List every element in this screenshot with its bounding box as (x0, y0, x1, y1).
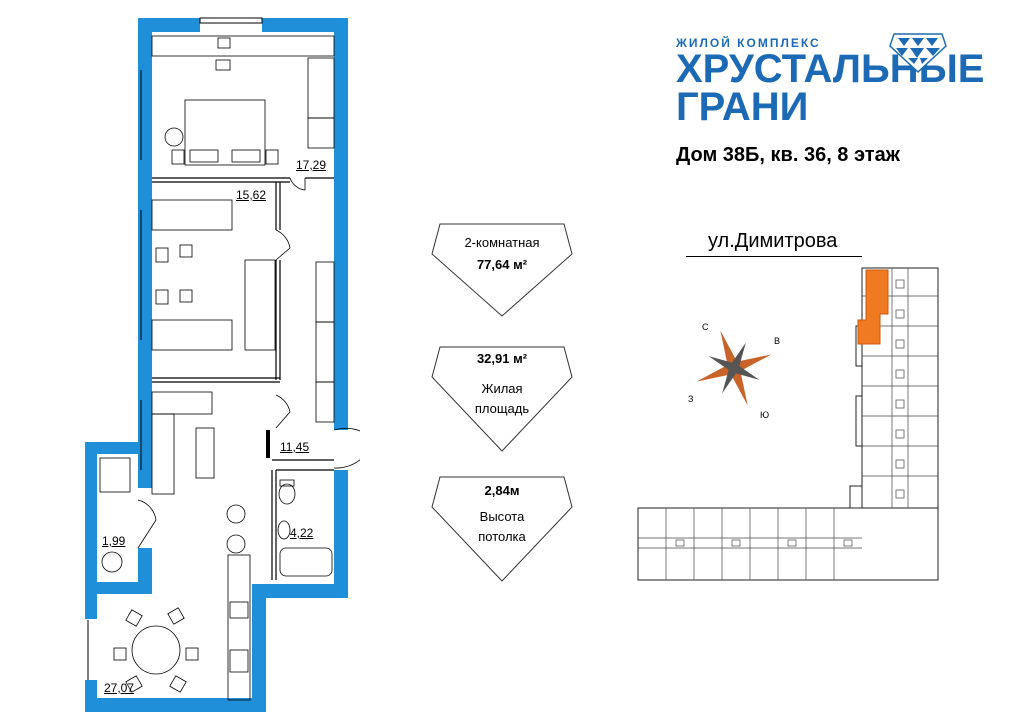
spec-gem-rooms (431, 223, 573, 317)
spec-rooms-type: 2-комнатная (464, 235, 540, 250)
house-info: Дом 38Б, кв. 36, 8 этаж (676, 144, 900, 166)
street-underline (686, 256, 862, 257)
spec-ceiling-value: 2,84м (484, 483, 520, 498)
spec-total-area: 77,64 м² (476, 257, 528, 272)
room-area-kitchen-living: 27,07 (104, 681, 135, 695)
spec-gem-ceiling (431, 476, 573, 582)
compass-north: С (702, 322, 709, 332)
spec-living-area-label-2: площадь (474, 401, 530, 416)
crystal-logo-icon (889, 33, 947, 74)
compass-rose-icon (696, 330, 772, 406)
logo-subtitle: ЖИЛОЙ КОМПЛЕКС (676, 36, 821, 50)
highlighted-apartment (857, 269, 889, 345)
room-area-bathroom: 4,22 (290, 526, 314, 540)
compass-east: В (774, 336, 781, 346)
street-name: ул.Димитрова (708, 230, 838, 252)
spec-ceiling-label-2: потолка (478, 529, 526, 544)
compass-south: Ю (760, 410, 770, 420)
compass-west: З (688, 394, 694, 404)
building-floor-plan (637, 267, 939, 581)
spec-gem-living (431, 346, 573, 452)
room-area-kids: 15,62 (236, 188, 267, 202)
logo-title-line2: ГРАНИ (676, 85, 809, 129)
spec-ceiling-label-1: Высота (479, 509, 525, 524)
room-area-bedroom: 17,29 (296, 158, 327, 172)
spec-living-area-label-1: Жилая (481, 381, 523, 396)
spec-living-area-value: 32,91 м² (476, 351, 528, 366)
room-area-balcony: 1,99 (102, 534, 126, 548)
room-area-hallway: 11,45 (280, 440, 310, 454)
floor-plan (85, 17, 360, 712)
